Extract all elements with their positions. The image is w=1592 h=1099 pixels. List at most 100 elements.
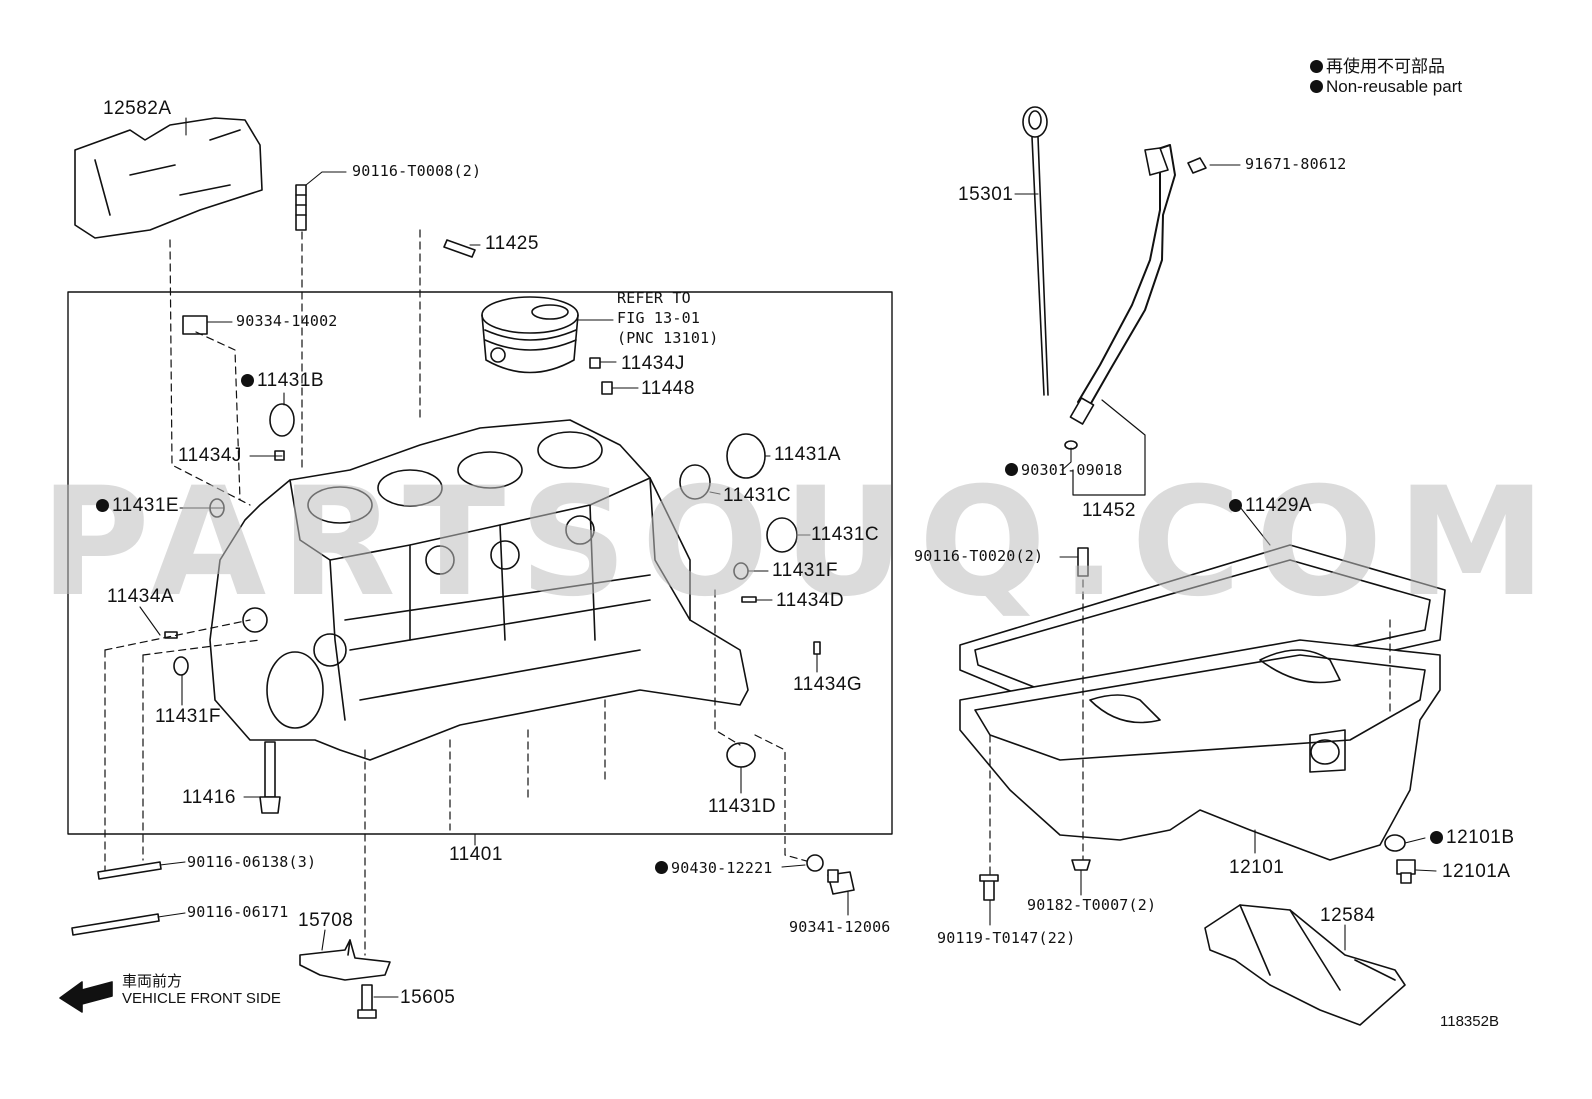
part-11431B-text: 11431B xyxy=(257,370,325,391)
part-11431F-left[interactable]: 11431F xyxy=(155,706,222,727)
part-11425[interactable]: 11425 xyxy=(485,233,539,254)
engine-block-frame xyxy=(67,291,893,835)
insulator-12582a-drawing xyxy=(74,117,263,239)
part-12582A[interactable]: 12582A xyxy=(103,98,172,119)
part-11434A[interactable]: 11434A xyxy=(107,586,175,607)
part-11431E[interactable]: 11431E xyxy=(96,496,179,515)
bolt-11416-drawing xyxy=(259,741,281,814)
sensor-90334-drawing xyxy=(182,315,208,335)
legend-en: Non-reusable part xyxy=(1310,77,1462,102)
vehicle-front-arrow xyxy=(59,981,113,1013)
part-12584[interactable]: 12584 xyxy=(1320,905,1376,926)
gasket-12101b-drawing xyxy=(1384,834,1406,852)
part-90116-06171[interactable]: 90116-06171 xyxy=(187,903,289,921)
part-11431C-a[interactable]: 11431C xyxy=(723,485,792,506)
cylinder-block-drawing xyxy=(209,419,749,761)
non-reusable-dot-icon xyxy=(1229,499,1242,512)
part-11431C-b[interactable]: 11431C xyxy=(811,524,880,545)
pin-11434j-top-drawing xyxy=(589,357,601,369)
insulator-12584-drawing xyxy=(1204,904,1406,1026)
part-11434G[interactable]: 11434G xyxy=(793,674,863,695)
non-reusable-dot-icon xyxy=(1310,80,1323,93)
part-11401[interactable]: 11401 xyxy=(449,844,503,865)
plug-11431f-right-drawing xyxy=(733,562,749,580)
part-15605[interactable]: 15605 xyxy=(400,987,456,1008)
dashed-leaders-left xyxy=(104,229,811,956)
vehicle-front-en: VEHICLE FRONT SIDE xyxy=(122,990,281,1007)
plug-11431c-b-drawing xyxy=(766,517,798,553)
part-12101B-text: 12101B xyxy=(1446,827,1515,848)
plug-11431a-drawing xyxy=(726,433,766,479)
stud-90116-t0008-drawing xyxy=(295,184,307,231)
plug-11431b-drawing xyxy=(269,403,295,437)
solid-leaders xyxy=(139,117,1437,998)
plug-11431c-a-drawing xyxy=(679,464,711,500)
legend: 再使用不可部品 Non-reusable part xyxy=(1310,52,1462,102)
part-12101B[interactable]: 12101B xyxy=(1430,828,1515,847)
part-15708[interactable]: 15708 xyxy=(298,910,354,931)
nozzle-15605-drawing xyxy=(357,984,377,1019)
plug-12101a-drawing xyxy=(1396,859,1416,884)
guide-11452-drawing xyxy=(1069,144,1207,425)
pin-11434d-drawing xyxy=(741,596,757,603)
bracket-15708-drawing xyxy=(299,939,391,981)
part-90116-06138[interactable]: 90116-06138(3) xyxy=(187,853,317,871)
non-reusable-dot-icon xyxy=(655,861,668,874)
part-11416[interactable]: 11416 xyxy=(182,787,236,808)
plug-90341-drawing xyxy=(827,869,855,895)
part-15301[interactable]: 15301 xyxy=(958,184,1014,205)
part-90116-T0008[interactable]: 90116-T0008(2) xyxy=(352,162,482,180)
vehicle-front-jp: 車両前方 xyxy=(122,973,183,990)
part-90430-12221[interactable]: 90430-12221 xyxy=(655,861,773,876)
studs-bottom-left-drawing xyxy=(71,861,162,936)
gasket-90430-drawing xyxy=(806,854,824,872)
non-reusable-dot-icon xyxy=(1005,463,1018,476)
part-12101[interactable]: 12101 xyxy=(1229,857,1285,878)
part-11431E-text: 11431E xyxy=(112,495,180,516)
legend-jp-text: 再使用不可部品 xyxy=(1326,57,1445,76)
part-90341-12006[interactable]: 90341-12006 xyxy=(789,918,891,936)
part-11431F-right[interactable]: 11431F xyxy=(772,560,839,581)
non-reusable-dot-icon xyxy=(241,374,254,387)
leader-11452 xyxy=(1072,399,1146,496)
part-11431A[interactable]: 11431A xyxy=(774,444,842,465)
part-12101A[interactable]: 12101A xyxy=(1442,861,1511,882)
jet-11448-drawing xyxy=(601,381,613,395)
part-11431D[interactable]: 11431D xyxy=(708,796,777,817)
part-11434D[interactable]: 11434D xyxy=(776,590,845,611)
part-11452[interactable]: 11452 xyxy=(1082,500,1136,521)
part-90119-T0147[interactable]: 90119-T0147(22) xyxy=(937,929,1076,947)
non-reusable-dot-icon xyxy=(96,499,109,512)
dashed-leaders-right xyxy=(989,579,1391,876)
bolt-90119-drawing xyxy=(979,874,999,901)
part-91671-80612[interactable]: 91671-80612 xyxy=(1245,155,1347,173)
part-11448[interactable]: 11448 xyxy=(641,378,695,399)
part-90430-12221-text: 90430-12221 xyxy=(671,859,773,877)
seal-11431d-drawing xyxy=(726,742,756,768)
part-90301-09018-text: 90301-09018 xyxy=(1021,461,1123,479)
refer-line3: (PNC 13101) xyxy=(617,329,719,347)
part-11434J-left[interactable]: 11434J xyxy=(178,445,242,466)
refer-line2[interactable]: FIG 13-01 xyxy=(617,309,701,327)
plug-90182-drawing xyxy=(1071,859,1091,871)
refer-line1: REFER TO xyxy=(617,289,691,307)
legend-en-text: Non-reusable part xyxy=(1326,77,1463,96)
part-90116-T0020[interactable]: 90116-T0020(2) xyxy=(914,547,1044,565)
plug-11431f-drawing xyxy=(173,656,189,676)
piston-drawing xyxy=(481,296,579,374)
dipstick-15301-drawing xyxy=(1022,106,1049,396)
part-11431B[interactable]: 11431B xyxy=(241,371,324,390)
part-90301-09018[interactable]: 90301-09018 xyxy=(1005,463,1123,478)
part-90182-T0007[interactable]: 90182-T0007(2) xyxy=(1027,896,1157,914)
oil-pan-12101-drawing xyxy=(959,544,1446,861)
stud-11425-drawing xyxy=(443,239,476,258)
pin-11434g-drawing xyxy=(813,641,821,655)
non-reusable-dot-icon xyxy=(1310,60,1323,73)
stud-90116-t0020-drawing xyxy=(1077,547,1089,577)
part-11429A[interactable]: 11429A xyxy=(1229,496,1312,515)
part-11434J-top[interactable]: 11434J xyxy=(621,353,685,374)
part-90334-14002[interactable]: 90334-14002 xyxy=(236,312,338,330)
non-reusable-dot-icon xyxy=(1430,831,1443,844)
